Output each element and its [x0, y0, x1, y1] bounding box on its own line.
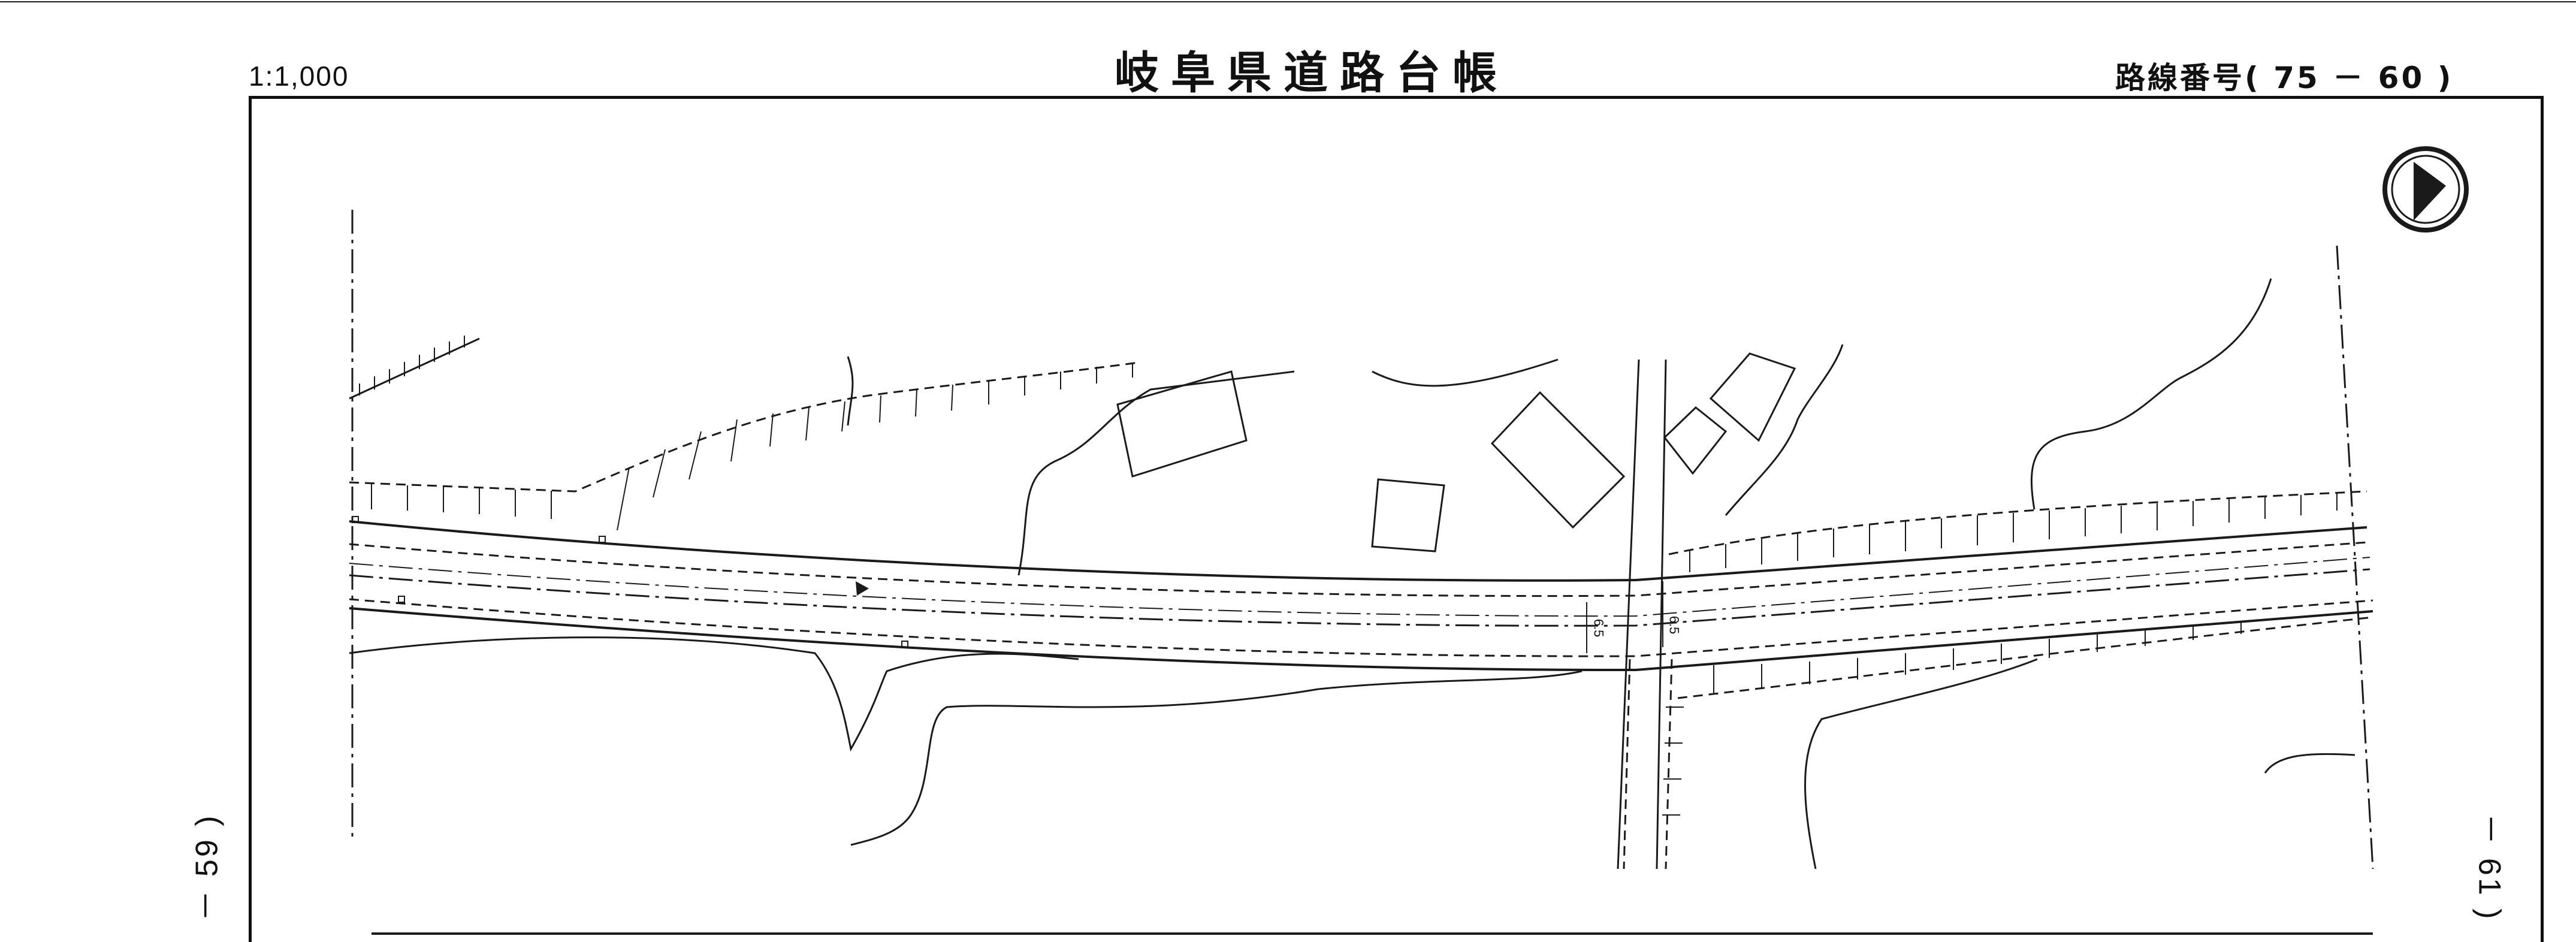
marker-post: [901, 641, 908, 648]
slope-top-ne: [1668, 490, 2367, 555]
building-1: [1116, 370, 1248, 478]
terrain-curve-7: [850, 670, 1583, 846]
road-lane-line: [349, 557, 2370, 617]
scale-label: 1:1,000: [249, 61, 349, 92]
marker-post: [398, 596, 405, 603]
terrain-curve-2: [1372, 358, 1559, 387]
crossroad-edge-east: [1656, 359, 1667, 869]
building-2: [1371, 478, 1445, 552]
crossroad-slope-hatch: [1662, 707, 1684, 816]
route-number: 路線番号( 75 － 60 ): [2115, 61, 2454, 95]
terrain-curve-8: [1804, 658, 2038, 869]
slope-hatch-se: [1713, 621, 2242, 694]
terrain-curve-4: [2030, 278, 2272, 510]
terrain-curve-3: [1725, 344, 1844, 516]
dimension-label-west: 6.5: [1591, 618, 1606, 638]
marker-post: [352, 516, 359, 523]
road-edge-south: [349, 607, 2373, 672]
building-4: [1663, 406, 1728, 475]
crossroad-edge-west: [1617, 359, 1640, 869]
slope-top-nw: [349, 337, 480, 400]
right-extent-line: [2336, 245, 2374, 869]
dimension-label-east: 6.5: [1666, 615, 1682, 635]
terrain-curve-1: [1017, 370, 1295, 576]
road-centerline: [349, 568, 2370, 627]
map-title: 岐阜県道路台帳: [1115, 47, 1509, 99]
marker-post: [599, 536, 606, 543]
north-arrow-icon: [2382, 146, 2469, 233]
terrain-curve-5: [847, 356, 854, 426]
slope-hatch-north: [371, 363, 1133, 531]
terrain-curve-9: [2264, 753, 2355, 774]
crossroad-boundary-west: [1623, 659, 1631, 869]
building-3: [1490, 391, 1626, 529]
slope-top-north: [349, 361, 1139, 493]
road-edge-north: [349, 520, 2367, 582]
road-boundary-north: [349, 541, 2367, 597]
map-frame: [249, 96, 2544, 942]
crossroad-boundary-east: [1665, 659, 1673, 869]
terrain-curve-6: [349, 636, 1079, 752]
road-boundary-south: [349, 598, 2373, 657]
building-5: [1709, 352, 1796, 442]
direction-arrow-icon: [856, 581, 869, 596]
slope-hatch-nw: [359, 336, 465, 395]
slope-hatch-ne: [1689, 493, 2338, 572]
